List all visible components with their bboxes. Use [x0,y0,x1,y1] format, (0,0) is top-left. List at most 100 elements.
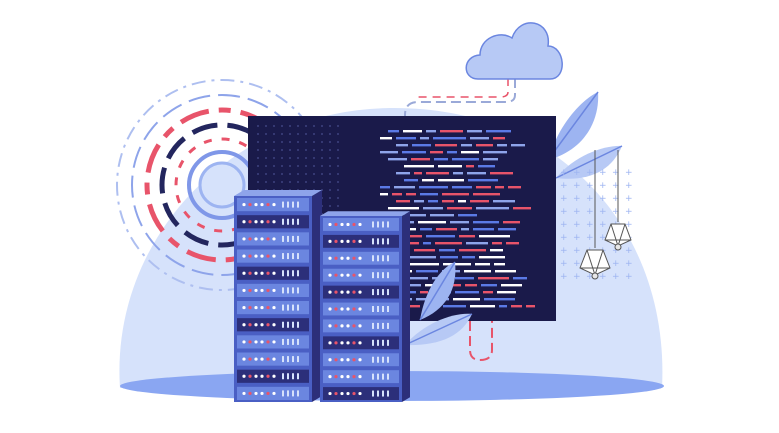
grid-dot [265,165,267,167]
status-light [254,323,258,327]
status-light [340,324,344,328]
code-line-segment [447,207,472,210]
status-light [242,357,246,361]
code-line-segment [494,263,505,266]
status-light [352,222,356,227]
vent-slot [387,306,389,312]
code-line-segment [436,228,457,231]
status-light [358,324,362,328]
status-light [266,288,270,293]
code-line-segment [435,144,457,147]
code-line-segment [459,235,475,238]
status-light [334,341,338,345]
vent-slot [287,390,289,397]
grid-dot [273,125,275,127]
code-line-segment [464,270,491,273]
vent-slot [372,238,374,245]
vent-slot [297,338,299,345]
vent-slot [382,272,384,279]
code-line-segment [396,172,410,175]
status-light [248,374,252,378]
cross-mark: + [560,233,568,243]
cross-mark: + [612,207,620,217]
status-light [254,271,258,275]
vent-slot [387,356,389,363]
status-light [334,324,338,328]
vent-slot [292,270,294,277]
cross-mark: + [612,246,620,256]
vent-slot [382,221,384,228]
status-light [352,358,356,362]
code-line-segment [501,284,522,287]
code-line-segment [497,291,516,294]
code-line-segment [414,200,424,203]
status-light [254,202,258,207]
cross-mark: + [599,194,607,204]
code-line-segment [443,305,466,308]
vent-slot [292,287,294,294]
cross-mark: + [560,181,568,191]
status-light [334,375,338,379]
status-light [352,239,356,243]
grid-dot [257,181,259,183]
code-line-segment [483,291,493,294]
rack-front [234,196,312,402]
status-light [340,273,344,277]
vent-slot [297,253,299,260]
cross-mark: + [573,246,581,256]
code-line-segment [470,305,495,308]
grid-dot [305,157,307,159]
code-line-segment [492,242,502,245]
code-line-segment [430,214,454,217]
grid-dot [289,173,291,175]
status-light [254,357,258,361]
code-line-segment [503,221,520,224]
grid-dot [313,133,315,135]
grid-dot [337,149,339,151]
grid-dot [297,181,299,183]
cross-mark: + [599,233,607,243]
status-light [266,323,270,327]
cross-mark: + [573,259,581,269]
status-light [334,239,338,243]
status-light [346,222,350,227]
status-light [248,305,252,310]
grid-dot [289,165,291,167]
grid-dot [305,173,307,175]
grid-dot [273,173,275,175]
grid-dot [265,173,267,175]
grid-dot [297,133,299,135]
vent-slot [292,201,294,208]
grid-dot [337,197,339,199]
grid-dot [305,133,307,135]
status-light [272,357,276,361]
code-line-segment [433,137,466,140]
grid-dot [265,125,267,127]
code-line-segment [428,200,438,203]
status-light [260,237,264,241]
grid-dot [273,181,275,183]
status-light [242,271,246,275]
code-line-segment [467,172,486,175]
status-light [328,391,332,396]
vent-slot [282,390,284,397]
vent-slot [287,270,289,277]
code-line-segment [442,193,469,196]
cross-mark: + [599,207,607,217]
grid-dot [257,165,259,167]
status-light [352,341,356,345]
status-light [328,256,332,260]
grid-dot [329,173,331,175]
grid-dot [281,141,283,143]
status-light [346,256,350,260]
vent-slot [292,321,294,328]
code-line-segment [486,130,511,133]
vent-slot [387,255,389,262]
grid-dot [281,157,283,159]
cross-mark: + [586,207,594,217]
cross-mark: + [573,220,581,230]
grid-dot [337,173,339,175]
status-light [248,220,252,224]
vent-slot [297,218,299,225]
